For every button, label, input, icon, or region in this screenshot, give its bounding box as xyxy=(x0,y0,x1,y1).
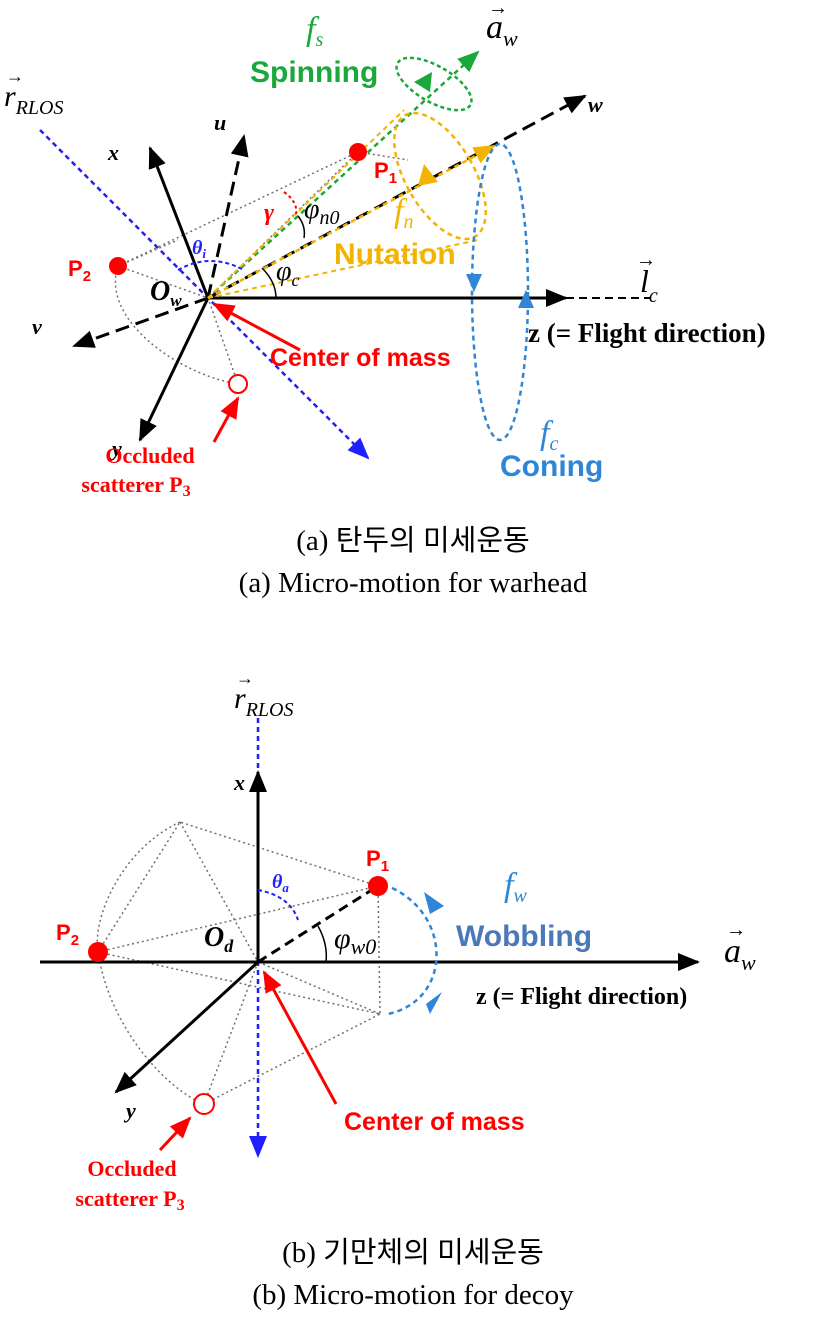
occluded-label-b-1: Occluded xyxy=(87,1156,176,1181)
center-mass-arrow-a xyxy=(212,302,301,352)
aw-label-b: aw xyxy=(724,933,756,975)
point-p3-b xyxy=(193,1093,215,1115)
caption-en-a: (a) Micro-motion for warhead xyxy=(239,567,588,599)
phi-c-arc-a xyxy=(261,267,277,299)
aw-overarrow-a: → xyxy=(488,0,508,19)
spinning-label: Spinning xyxy=(250,56,378,89)
axis-v-a xyxy=(72,296,209,348)
gamma-arc-a xyxy=(283,191,298,215)
coning-arrow-down xyxy=(466,274,482,292)
axis-x-a xyxy=(148,146,210,299)
gamma-label-a: γ xyxy=(264,200,274,226)
nutation-label: Nutation xyxy=(334,238,456,271)
axis-y-b xyxy=(114,960,260,1094)
wobble-arc-b xyxy=(387,886,438,1016)
figure-b: rRLOS → x y aw → z (= Flight direction) … xyxy=(40,668,756,1311)
rlos-label-a: rRLOS xyxy=(4,80,63,119)
occluded-arrow-a xyxy=(212,396,240,443)
occluded-label-a-2: scatterer P3 xyxy=(81,472,190,500)
caption-en-b: (b) Micro-motion for decoy xyxy=(252,1279,574,1311)
p2-label-a: P2 xyxy=(68,256,91,285)
axis-v-label-a: v xyxy=(32,314,42,339)
theta-label-b: θa xyxy=(272,871,289,895)
fw-label: fw xyxy=(504,867,527,907)
lc-overarrow-a: → xyxy=(636,249,656,271)
theta-label-a: θi xyxy=(192,237,206,261)
axis-x-label-a: x xyxy=(107,140,119,165)
aw-overarrow-b: → xyxy=(726,919,746,941)
z-label-a: z (= Flight direction) xyxy=(528,318,766,348)
coning-label: Coning xyxy=(500,450,603,483)
fn-label: fn xyxy=(394,193,413,233)
wobble-arrow-bot xyxy=(426,992,442,1014)
occluded-label-a-1: Occluded xyxy=(105,443,194,468)
point-p1-b xyxy=(368,876,388,896)
figure-a: rRLOS → x y u v w aw → lc → z (= Flight … xyxy=(4,0,766,599)
rlos-overarrow-a: → xyxy=(6,66,24,86)
axis-w-label-a: w xyxy=(588,92,603,117)
cone-outline-b xyxy=(96,821,381,1105)
p1-label-a: P1 xyxy=(374,158,397,187)
phi-n0-arc-a xyxy=(297,215,306,239)
origin-label-a: Ow xyxy=(150,276,182,310)
occluded-arrow-b xyxy=(158,1116,192,1152)
coning-ellipse-a xyxy=(470,142,530,442)
spin-ellipse-a xyxy=(395,56,473,112)
rlos-overarrow-b: → xyxy=(236,668,254,688)
axis-x-label-b: x xyxy=(233,770,245,795)
p2-label-b: P2 xyxy=(56,920,79,949)
wobbling-label: Wobbling xyxy=(456,920,592,953)
phi-n0-label-a: φn0 xyxy=(304,194,340,229)
point-p3-a xyxy=(228,374,248,394)
p1-label-b: P1 xyxy=(366,846,389,875)
caption-ko-a: (a) 탄두의 미세운동 xyxy=(296,525,529,557)
lc-label-a: lc xyxy=(640,263,658,307)
wobble-arrow-top xyxy=(424,892,444,914)
occluded-label-b-2: scatterer P3 xyxy=(75,1186,184,1214)
axis-y-label-b: y xyxy=(123,1098,136,1123)
axis-y-label-a: y xyxy=(109,436,122,461)
axis-w-a xyxy=(207,94,587,300)
theta-arc-b xyxy=(257,889,299,921)
rlos-line-a xyxy=(39,129,370,460)
fs-label: fs xyxy=(306,11,323,51)
axis-y-a xyxy=(138,297,210,442)
phi-c-label-a: φc xyxy=(276,256,300,290)
phi-w0-arc-b xyxy=(317,925,328,963)
axis-u-a xyxy=(206,134,249,299)
spin-vector-a xyxy=(207,50,480,299)
axis-u-label-a: u xyxy=(214,110,226,135)
point-p1-a xyxy=(349,143,367,161)
symmetry-axis-b xyxy=(257,884,379,964)
z-label-b: z (= Flight direction) xyxy=(476,984,687,1010)
phi-w0-label-b: φw0 xyxy=(334,922,376,959)
nutation-cone-top xyxy=(207,109,405,299)
nutation-ellipse-arrow xyxy=(418,164,438,186)
point-p2-b xyxy=(88,942,108,962)
point-p2-a xyxy=(109,257,127,275)
theta-arc-a xyxy=(177,260,245,271)
center-mass-arrow-b xyxy=(262,970,338,1105)
spin-ellipse-arrow xyxy=(414,72,432,92)
caption-ko-b: (b) 기만체의 미세운동 xyxy=(282,1237,544,1269)
center-mass-label-a: Center of mass xyxy=(270,344,451,372)
origin-label-b: Od xyxy=(204,922,234,956)
aw-label-a: aw xyxy=(486,9,518,51)
rlos-label-b: rRLOS xyxy=(234,682,293,721)
coning-arrow-up xyxy=(518,290,534,308)
nutation-cone-bot xyxy=(207,239,479,299)
fc-label: fc xyxy=(540,415,558,455)
center-mass-label-b: Center of mass xyxy=(344,1108,525,1136)
